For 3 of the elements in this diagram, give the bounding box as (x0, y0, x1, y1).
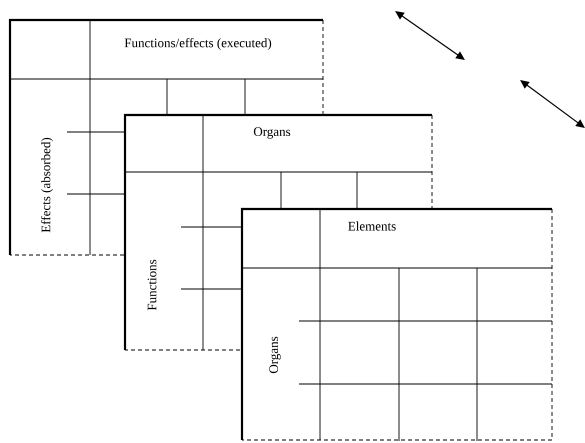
matrix-table: Elements Organs (240, 208, 552, 442)
node-label: Functions (148, 260, 156, 310)
node-label: Organs (254, 127, 290, 139)
